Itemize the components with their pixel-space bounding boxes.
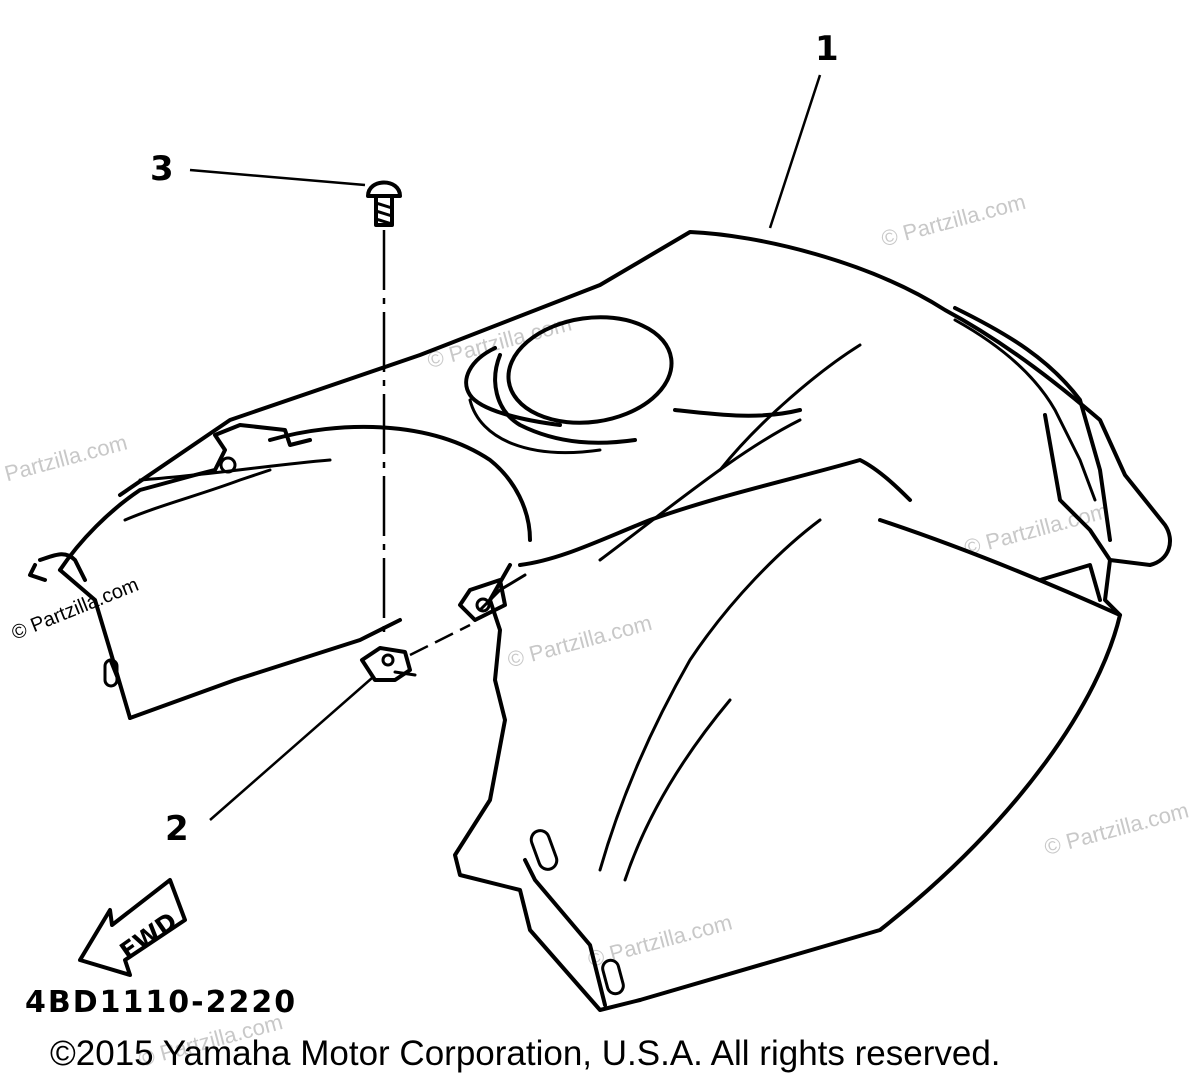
watermark: © Partzilla.com — [425, 311, 575, 374]
leader-line-2 — [209, 677, 373, 821]
part-code: 4BD1110-2220 — [25, 985, 297, 1020]
tank-cover — [28, 230, 1172, 1012]
leader-line-1 — [768, 74, 822, 229]
callout-3: 3 — [150, 149, 174, 189]
watermark: © Partzilla.com — [505, 610, 655, 673]
copyright-notice: ©2015 Yamaha Motor Corporation, U.S.A. A… — [50, 1034, 1001, 1073]
callout-2: 2 — [165, 809, 189, 849]
watermark: © Partzilla.com — [1042, 797, 1192, 860]
watermark: © Partzilla.com — [0, 430, 130, 493]
watermarks: © Partzilla.com © Partzilla.com © Partzi… — [0, 189, 1192, 1072]
nut-clip — [360, 646, 417, 682]
watermark: © Partzilla.com — [879, 189, 1029, 252]
assembly-line — [409, 623, 471, 657]
leader-line-3 — [189, 168, 366, 187]
callout-1: 1 — [815, 29, 839, 69]
forward-arrow-icon: FWD — [78, 878, 187, 977]
screw — [366, 180, 402, 227]
